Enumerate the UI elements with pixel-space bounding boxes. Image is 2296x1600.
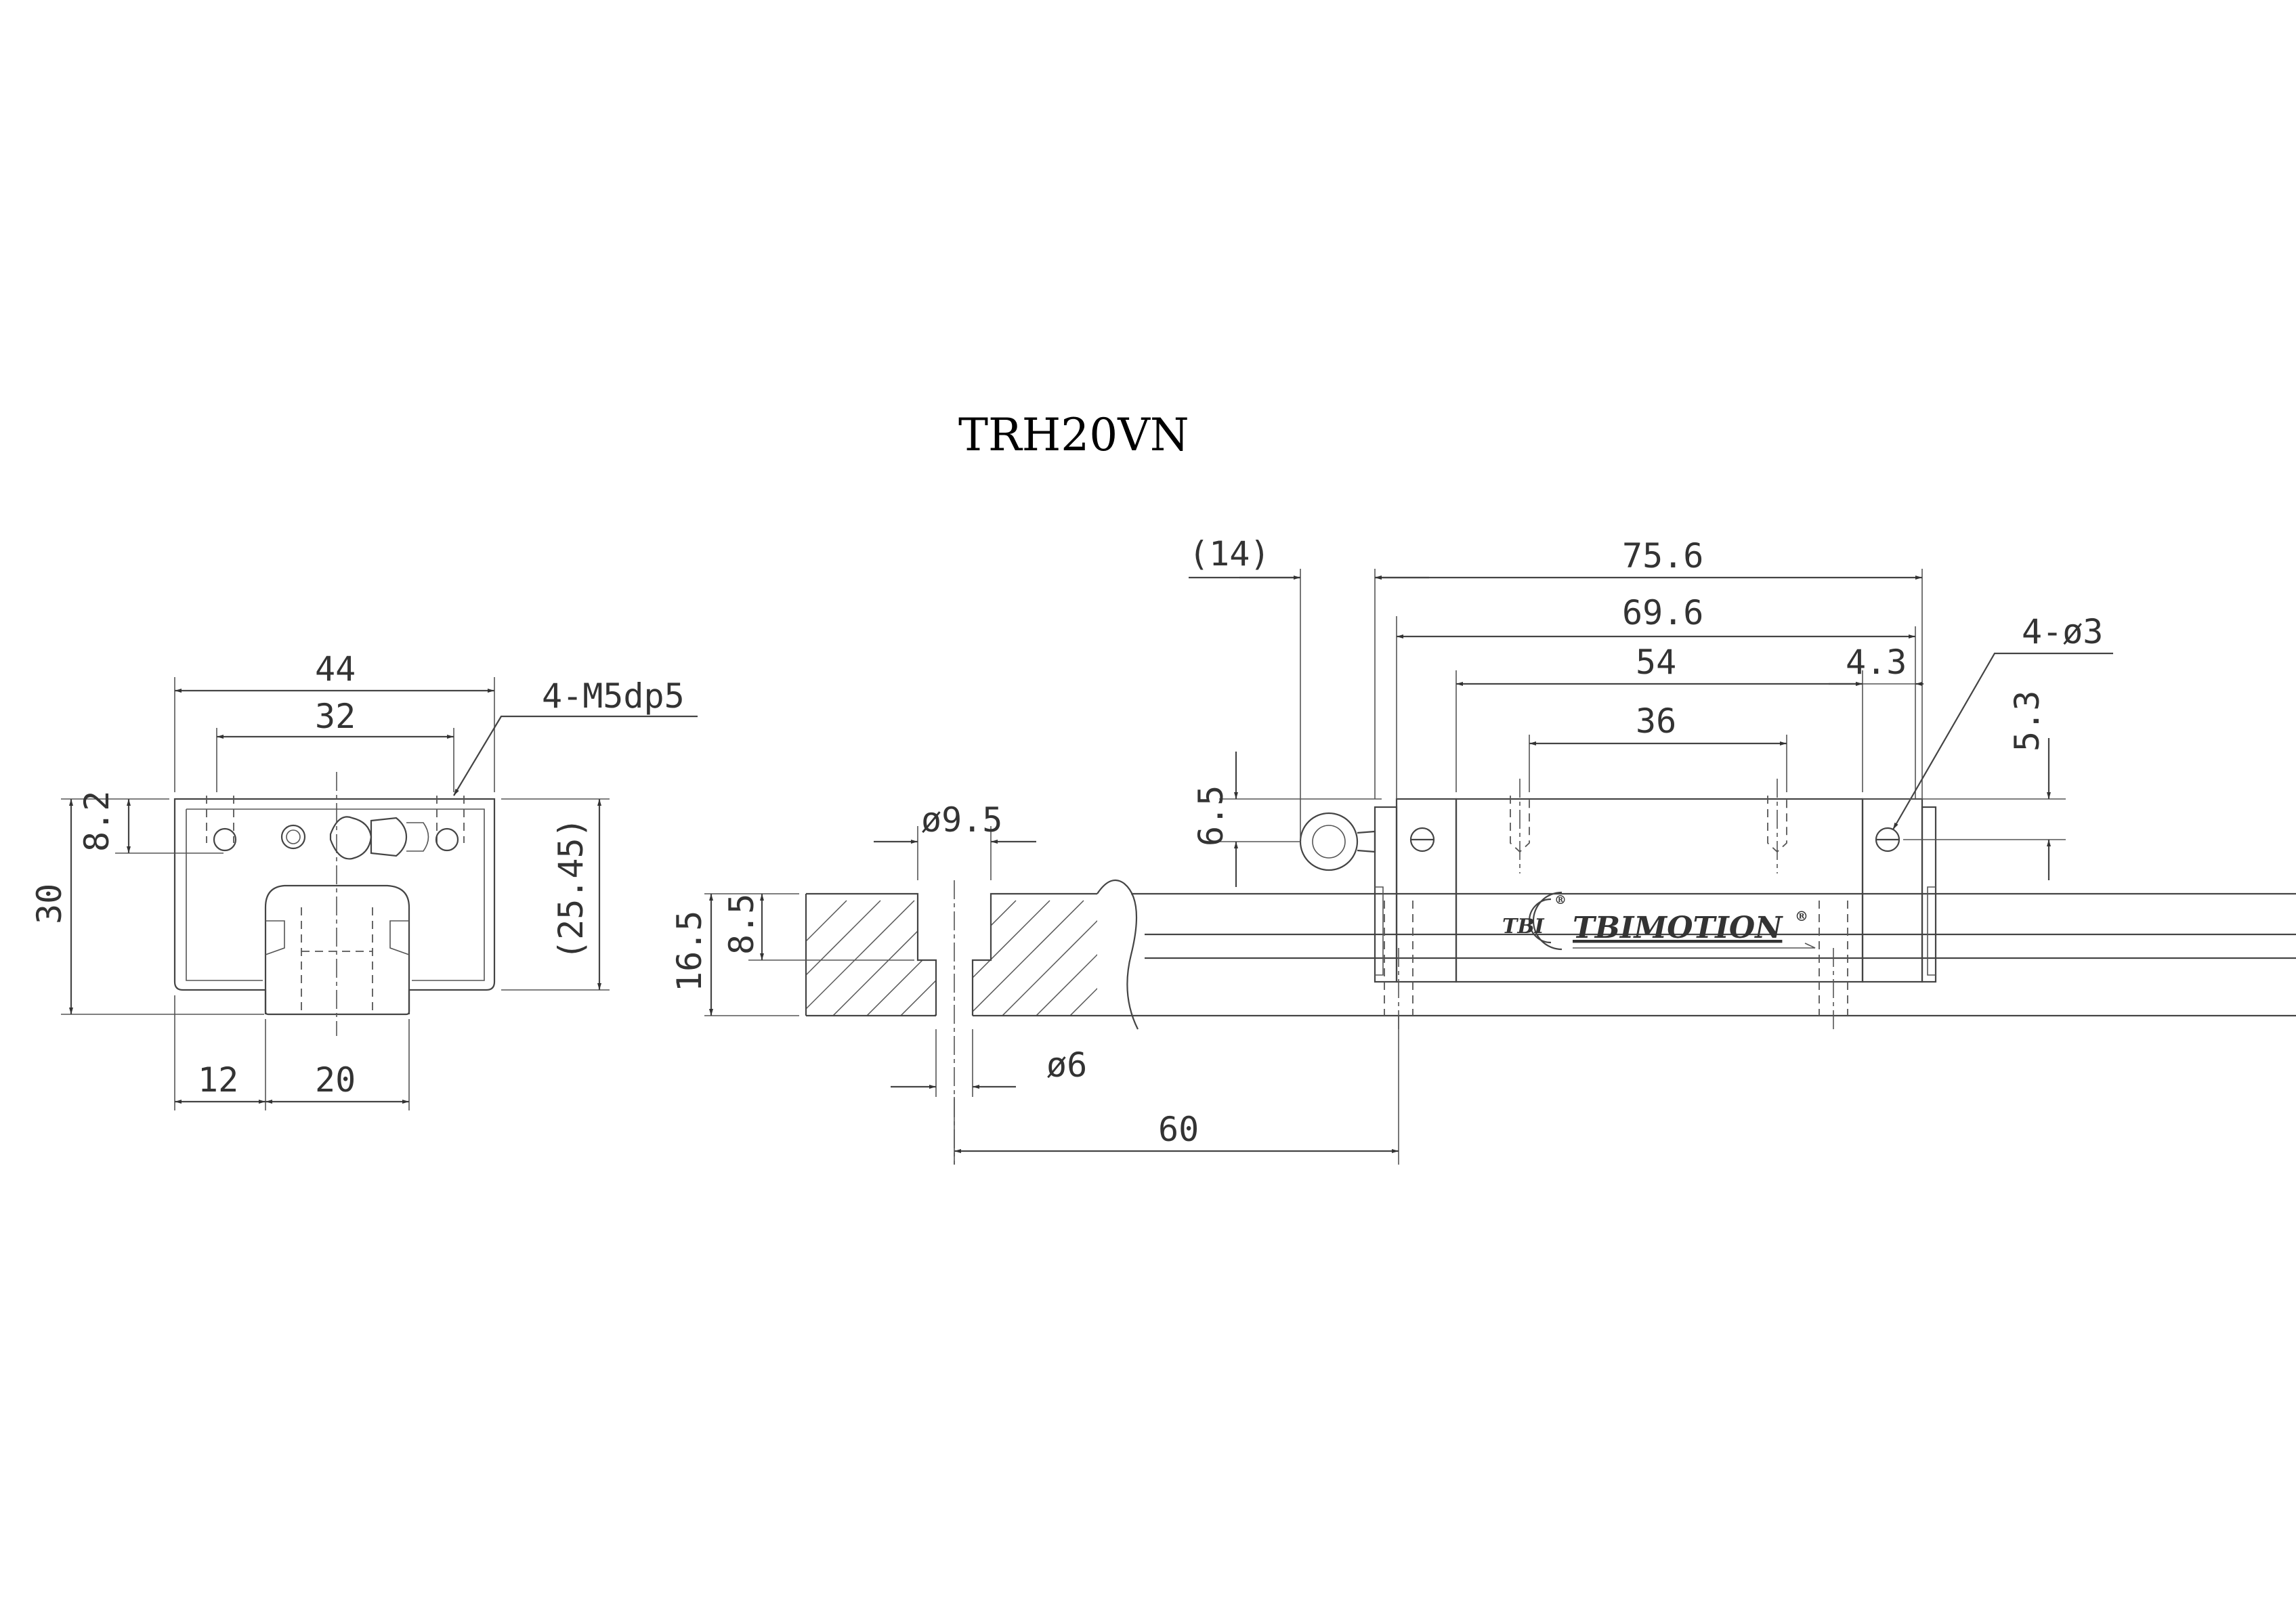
dim-height-30: 30 — [30, 884, 69, 924]
dim-width-44: 44 — [315, 649, 356, 689]
dim-counterbore-dia-9-5: ø9.5 — [921, 800, 1002, 840]
dim-height-8-2: 8.2 — [77, 791, 116, 852]
brand-name: TBIMOTION — [1573, 911, 1783, 945]
tap-note-4-m5dp5: 4-M5dp5 — [542, 676, 685, 716]
dim-hole-spacing-36: 36 — [1636, 701, 1676, 741]
logo-text: TBI — [1502, 915, 1545, 938]
part-number-title: TRH20VN — [958, 409, 1189, 461]
dim-height-5-3: 5.3 — [2007, 691, 2047, 752]
dim-offset-12: 12 — [198, 1060, 238, 1100]
dim-offset-4-3: 4.3 — [1846, 643, 1907, 682]
front-view-dimensions: 44 32 4-M5dp5 30 8.2 (25.45) 12 20 — [30, 649, 698, 1110]
brand-reg-mark: ® — [1795, 908, 1808, 924]
dim-rail-width-20: 20 — [315, 1060, 356, 1100]
front-view — [173, 772, 496, 1036]
hole-note-4-dia-3: 4-ø3 — [2022, 612, 2103, 651]
dim-length-75-6: 75.6 — [1622, 536, 1703, 576]
dim-rail-height-16-5: 16.5 — [670, 911, 709, 992]
dim-nipple-length-14: (14) — [1189, 534, 1270, 574]
tbi-logo-icon: TBI ® — [1502, 891, 1567, 951]
dim-hole-dia-6: ø6 — [1046, 1045, 1087, 1085]
rail-section-dimensions: ø9.5 ø6 60 16.5 8.5 — [670, 800, 1399, 1165]
side-view: TBI ® TBIMOTION ® — [1131, 779, 2296, 1029]
logo-reg-mark: ® — [1554, 893, 1567, 907]
dim-pitch-60: 60 — [1158, 1110, 1199, 1149]
side-view-dimensions: (14) 75.6 69.6 54 36 4.3 4-ø3 5.3 6.5 — [1189, 534, 2113, 887]
dim-height-25-45: (25.45) — [551, 817, 591, 960]
dim-counterbore-depth-8-5: 8.5 — [722, 894, 761, 955]
dim-hole-spacing-32: 32 — [315, 697, 356, 736]
dim-height-6-5: 6.5 — [1191, 785, 1231, 846]
rail-section — [805, 879, 1139, 1165]
dim-length-69-6: 69.6 — [1622, 593, 1703, 632]
dim-length-54: 54 — [1636, 643, 1676, 682]
